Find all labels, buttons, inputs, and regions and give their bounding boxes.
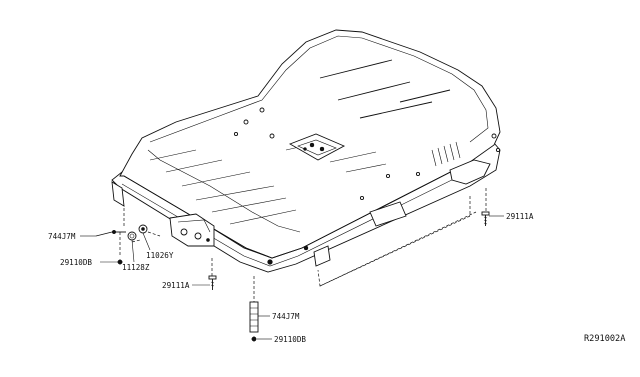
label-29111A-right: 29111A	[506, 212, 534, 221]
bolt-29111A-right	[481, 211, 490, 226]
callout-leaders	[80, 215, 504, 340]
mount-leader-lines	[119, 188, 487, 302]
battery-pack-assembly	[111, 29, 501, 273]
service-plug-cover	[288, 133, 346, 161]
label-29110DB-left: 29110DB	[60, 258, 92, 267]
plug-11026Y	[138, 224, 148, 234]
diagram-reference-number: R291002A	[584, 334, 626, 344]
label-11128Z: 11128Z	[122, 263, 150, 272]
label-29111A-bottom: 29111A	[162, 281, 190, 290]
bolt-29110DB-bottom	[251, 336, 257, 342]
clip-744J7M-left	[95, 229, 126, 237]
label-29110DB-bottom: 29110DB	[274, 335, 306, 344]
label-744J7M-bottom: 744J7M	[272, 312, 300, 321]
grommet-11128Z	[127, 231, 137, 241]
label-744J7M-left: 744J7M	[48, 232, 76, 241]
bolt-29111A-bottom	[208, 275, 217, 290]
label-11026Y: 11026Y	[146, 251, 174, 260]
stud-744J7M-bottom	[249, 301, 259, 333]
